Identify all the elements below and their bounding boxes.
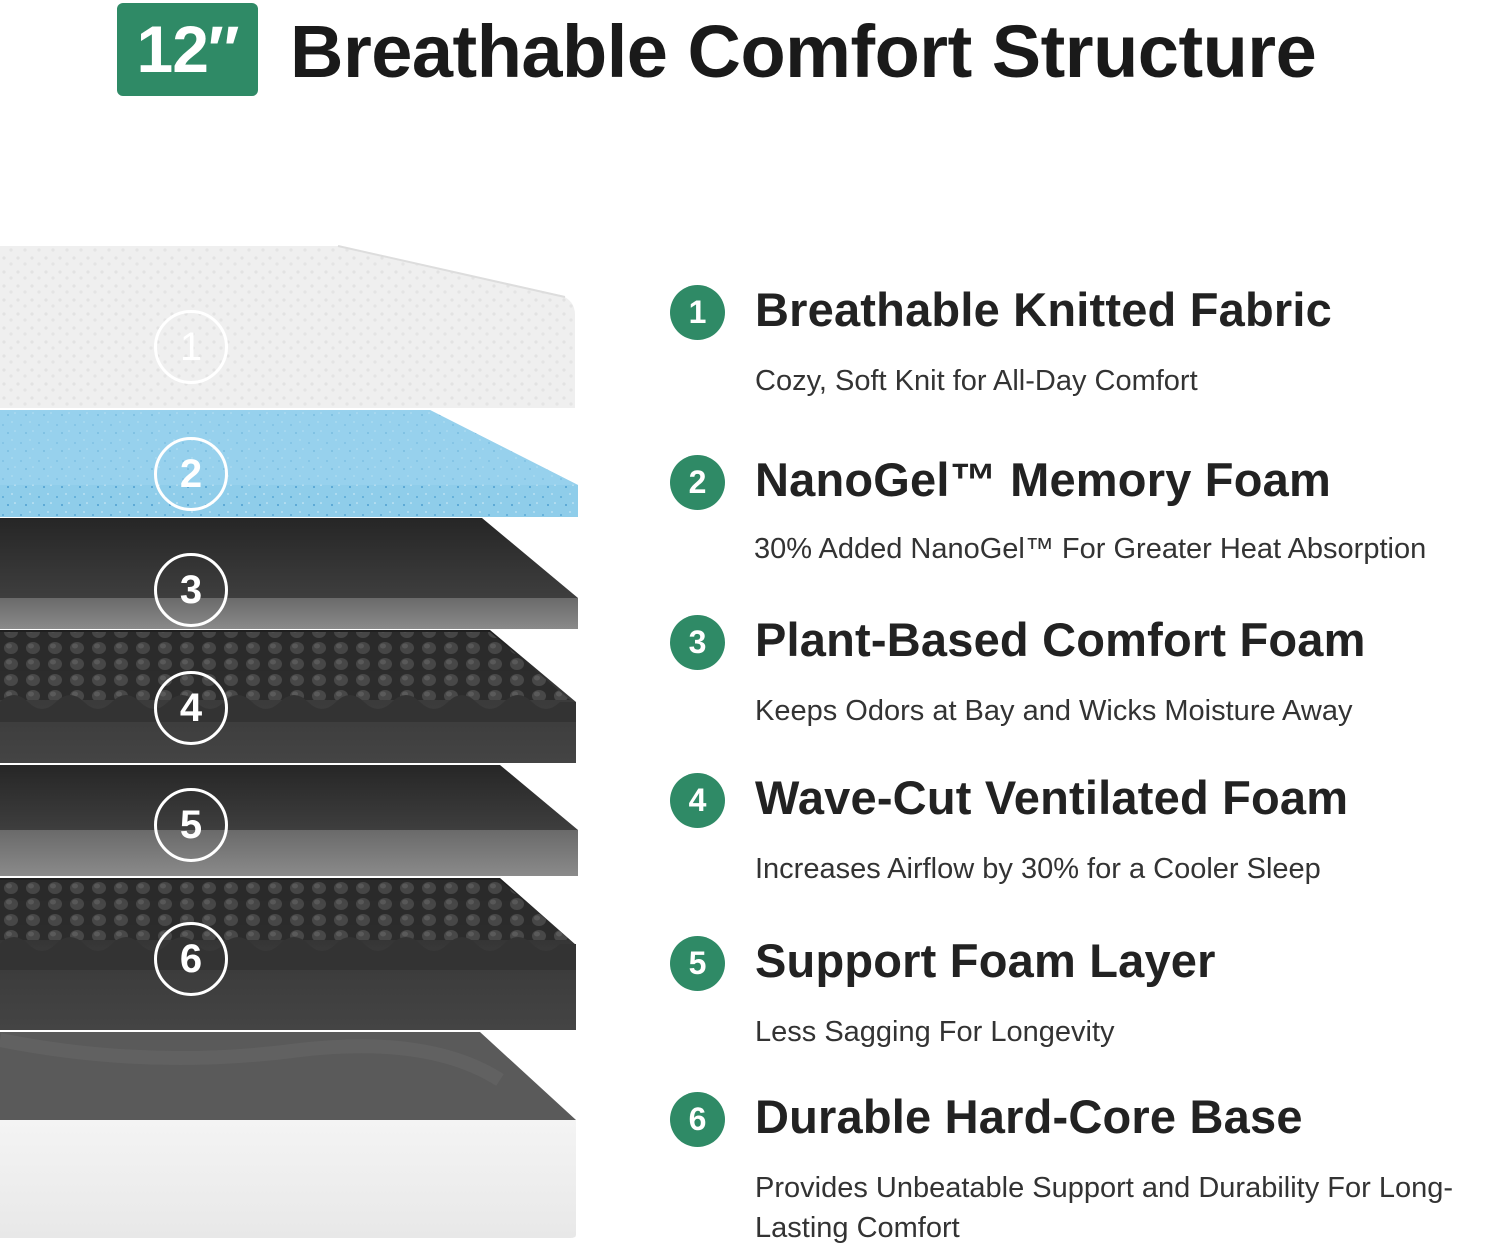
feature-description: Provides Unbeatable Support and Durabili…: [755, 1172, 1454, 1244]
feature-title: NanoGel™ Memory Foam: [755, 453, 1331, 506]
feature-description: 30% Added NanoGel™ For Greater Heat Abso…: [754, 533, 1427, 565]
layer-marker-6: 6: [154, 922, 228, 996]
page-title: Breathable Comfort Structure: [290, 10, 1317, 93]
layer-base-side: [0, 1120, 576, 1238]
feature-description: Less Sagging For Longevity: [755, 1016, 1115, 1048]
layer-marker-1: 1: [154, 310, 228, 384]
layer-3-comfort-foam: [0, 518, 578, 598]
feature-number-badge: 6: [670, 1092, 725, 1147]
feature-title: Plant-Based Comfort Foam: [755, 613, 1366, 666]
feature-title: Support Foam Layer: [755, 934, 1216, 987]
layer-marker-5: 5: [154, 788, 228, 862]
header: 12″ Breathable Comfort Structure: [0, 0, 1500, 110]
mattress-illustration: 1 2 3 4 5 6: [0, 240, 590, 1249]
layer-marker-3: 3: [154, 553, 228, 627]
feature-title: Durable Hard-Core Base: [755, 1090, 1303, 1143]
feature-number-badge: 3: [670, 615, 725, 670]
size-badge: 12″: [117, 3, 258, 96]
feature-description: Increases Airflow by 30% for a Cooler Sl…: [755, 853, 1321, 885]
feature-number-badge: 5: [670, 936, 725, 991]
feature-number-badge: 2: [670, 455, 725, 510]
feature-description: Cozy, Soft Knit for All-Day Comfort: [755, 365, 1198, 397]
layer-marker-2: 2: [154, 437, 228, 511]
feature-title: Wave-Cut Ventilated Foam: [755, 771, 1349, 824]
feature-description: Keeps Odors at Bay and Wicks Moisture Aw…: [755, 695, 1353, 727]
layer-marker-4: 4: [154, 671, 228, 745]
mattress-layers-graphic: [0, 245, 578, 1238]
feature-number-badge: 4: [670, 773, 725, 828]
layer-1-fabric: [0, 246, 575, 408]
feature-title: Breathable Knitted Fabric: [755, 283, 1332, 336]
layer-5-support-foam: [0, 765, 578, 830]
feature-number-badge: 1: [670, 285, 725, 340]
